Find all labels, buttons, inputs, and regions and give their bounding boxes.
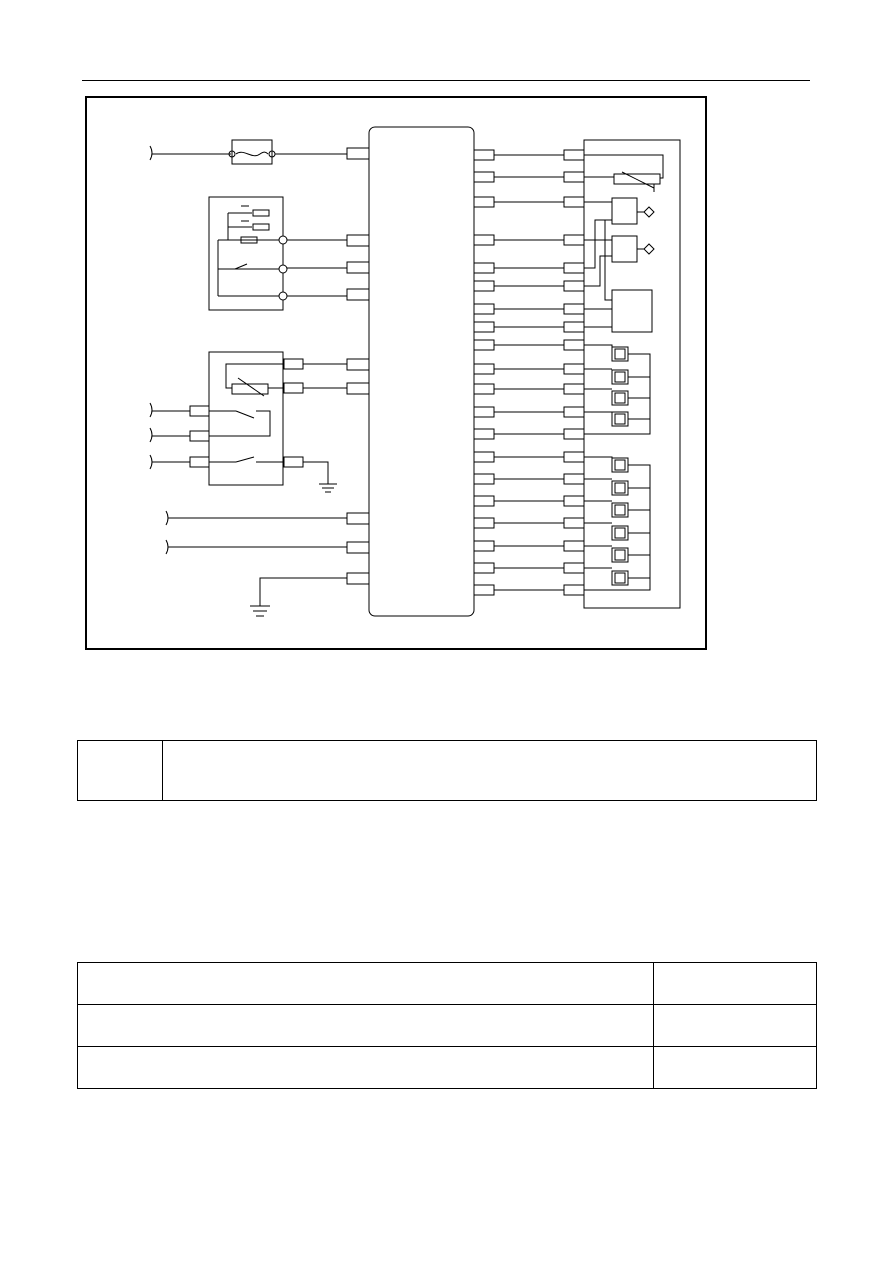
spec-value-cell bbox=[653, 962, 817, 1005]
note-table bbox=[77, 740, 817, 801]
table-row bbox=[77, 962, 817, 1005]
ecu-inputs-lower bbox=[165, 510, 347, 617]
table-row bbox=[77, 1046, 817, 1089]
ecu-right-pins bbox=[473, 149, 585, 596]
spec-item-cell bbox=[77, 962, 654, 1005]
sensor-module bbox=[149, 351, 347, 493]
note-label-cell bbox=[77, 740, 163, 801]
switch-module bbox=[208, 196, 347, 311]
injector-group-2 bbox=[584, 456, 651, 591]
note-content-cell bbox=[162, 740, 817, 801]
spec-item-cell bbox=[77, 1046, 654, 1089]
injector-group-1 bbox=[584, 344, 651, 435]
diagram-frame bbox=[85, 96, 707, 650]
spec-table bbox=[77, 962, 817, 1089]
spec-value-cell bbox=[653, 1004, 817, 1047]
ecu-block bbox=[368, 126, 475, 617]
wiring-diagram bbox=[85, 96, 707, 650]
fuse-symbol bbox=[149, 139, 347, 165]
ecu-left-pins bbox=[346, 147, 370, 585]
header-rule bbox=[82, 80, 810, 81]
engine-components bbox=[583, 139, 681, 609]
spec-item-cell bbox=[77, 1004, 654, 1047]
table-row bbox=[77, 1004, 817, 1047]
spec-value-cell bbox=[653, 1046, 817, 1089]
